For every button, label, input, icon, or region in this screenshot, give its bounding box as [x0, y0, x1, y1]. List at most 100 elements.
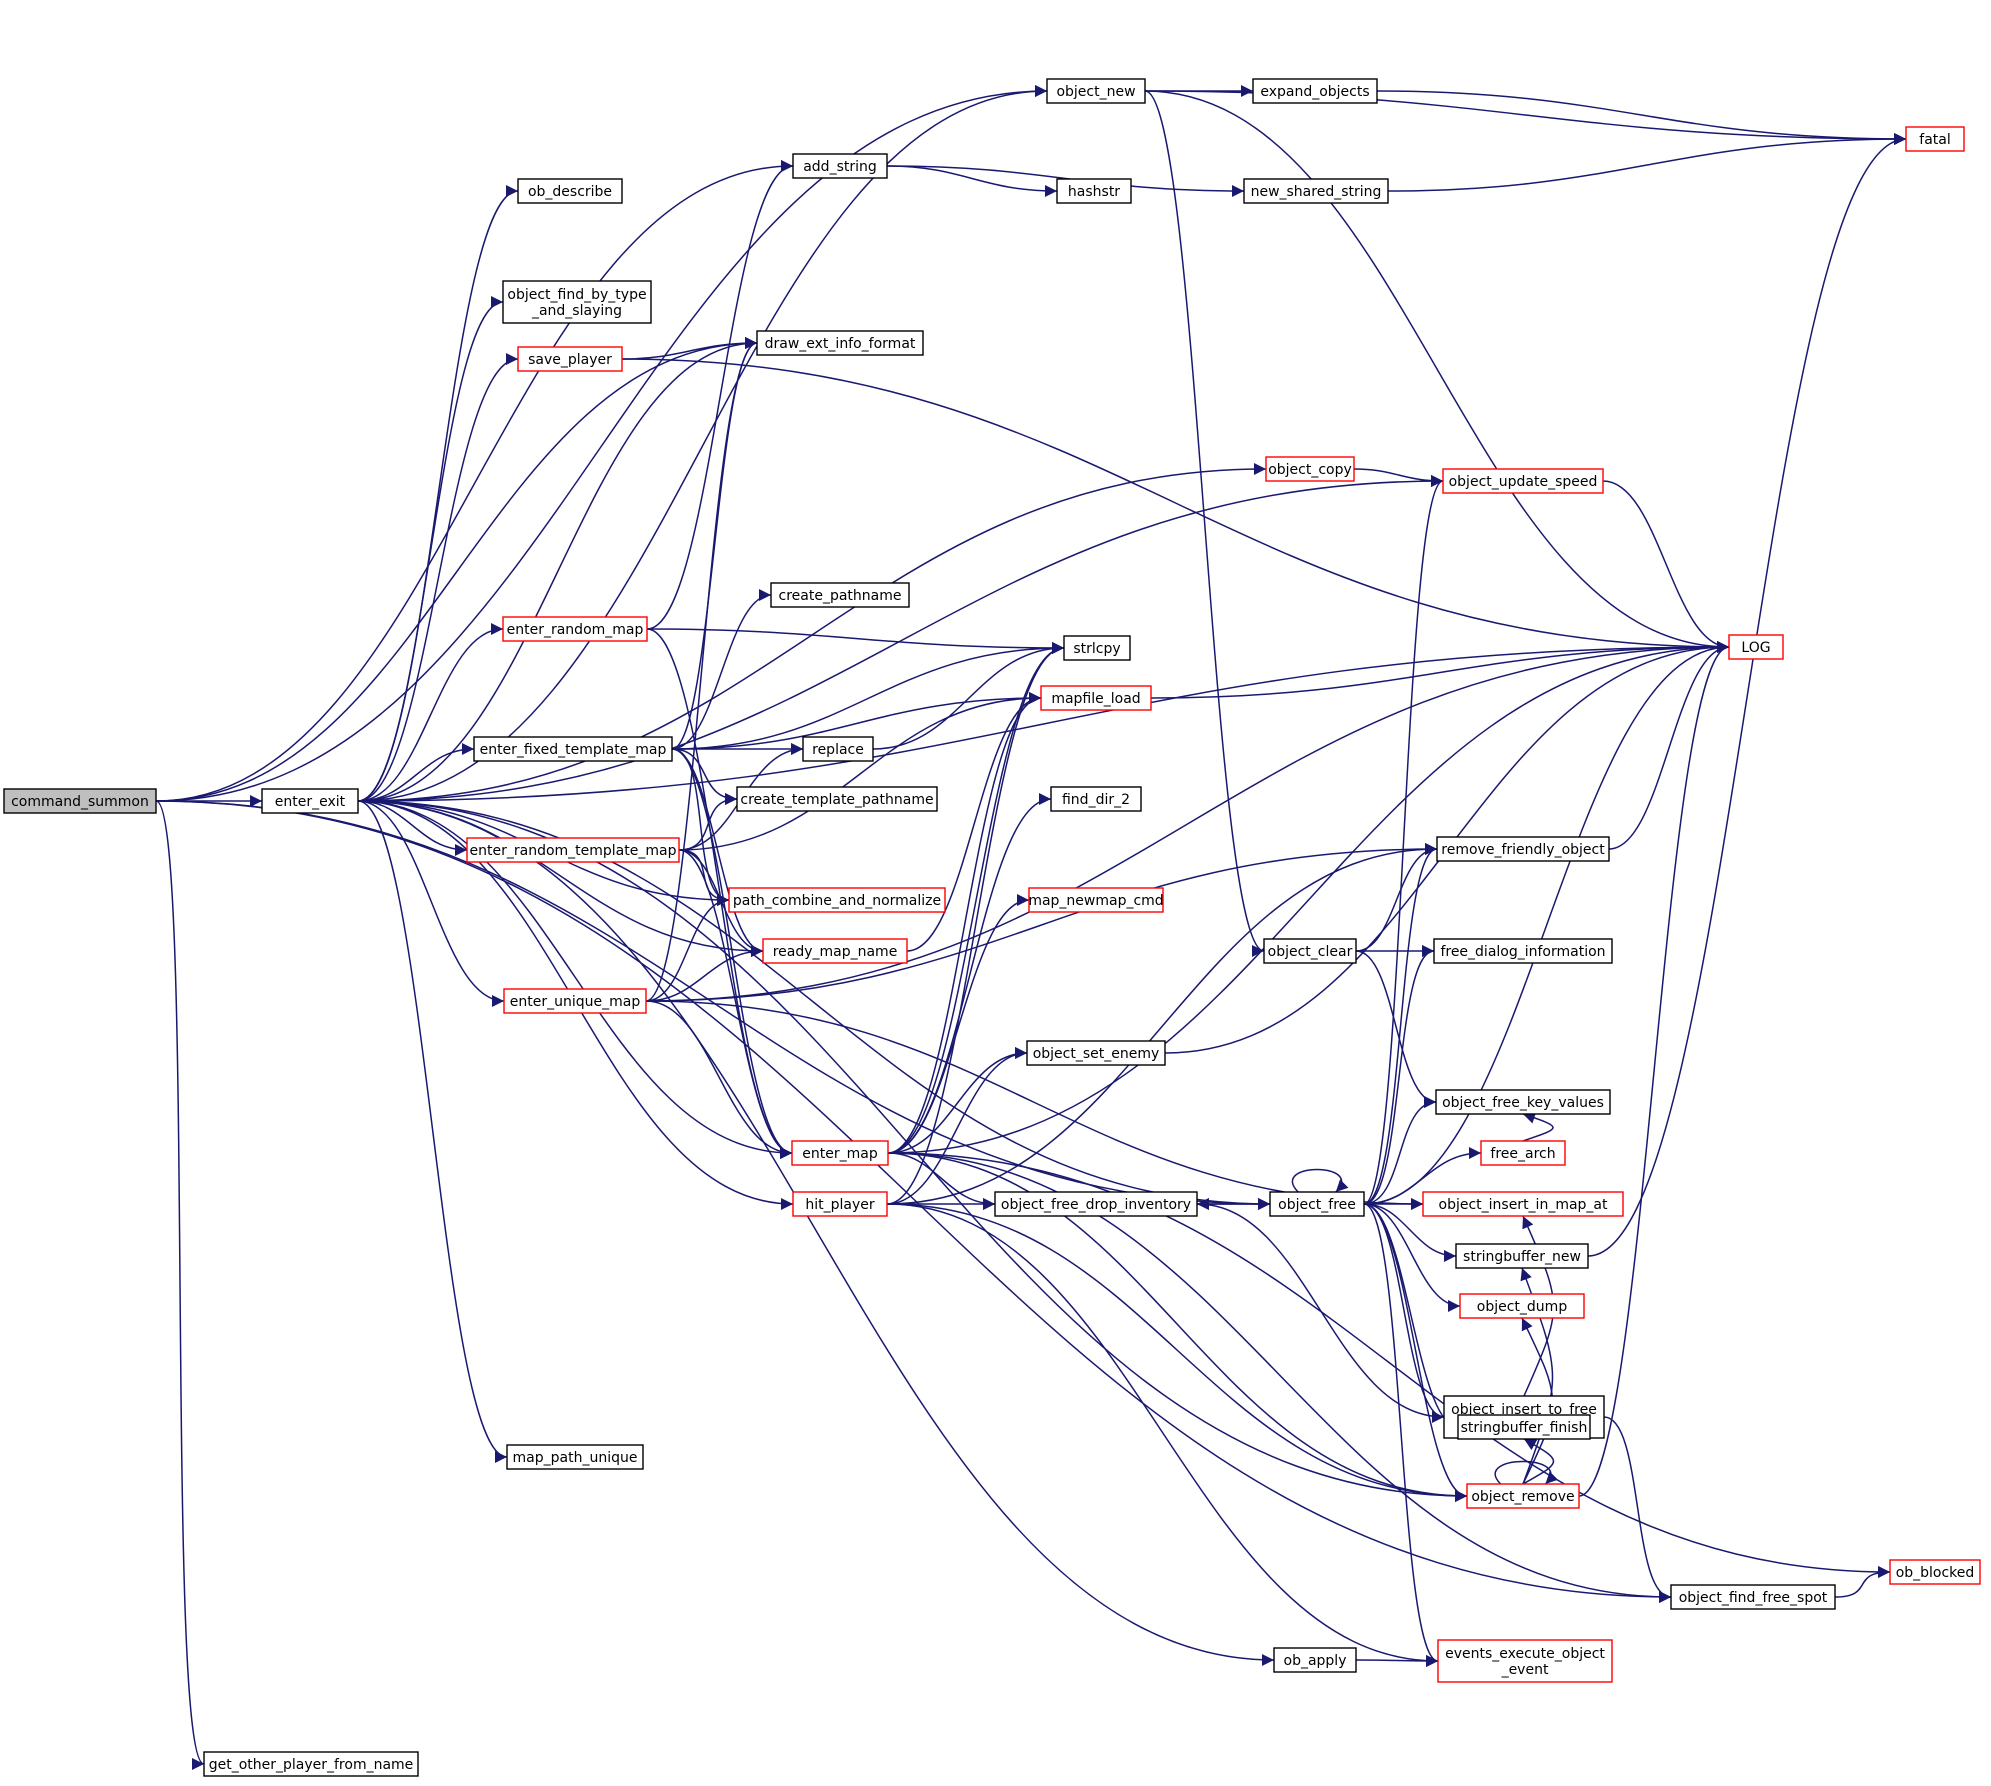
node-expand_objects[interactable]: expand_objects: [1252, 78, 1378, 104]
node-events_execute_object_event[interactable]: events_execute_object_event: [1437, 1639, 1613, 1683]
node-enter_exit[interactable]: enter_exit: [261, 788, 359, 814]
node-box-ready_map_name[interactable]: [762, 938, 908, 964]
node-box-replace[interactable]: [802, 736, 874, 762]
node-box-command_summon[interactable]: [3, 788, 157, 814]
node-hashstr[interactable]: hashstr: [1056, 178, 1132, 204]
node-box-expand_objects[interactable]: [1252, 78, 1378, 104]
node-ob_apply[interactable]: ob_apply: [1273, 1647, 1357, 1673]
node-map_newmap_cmd[interactable]: map_newmap_cmd: [1028, 887, 1164, 913]
node-box-free_dialog_information[interactable]: [1433, 938, 1613, 964]
node-object_free_drop_inventory[interactable]: object_free_drop_inventory: [994, 1191, 1198, 1217]
node-box-events_execute_object_event[interactable]: [1437, 1639, 1613, 1683]
node-object_new[interactable]: object_new: [1046, 78, 1146, 104]
node-object_free[interactable]: object_free: [1269, 1191, 1365, 1217]
node-box-object_insert_in_map_at[interactable]: [1422, 1191, 1624, 1217]
node-box-object_free_drop_inventory[interactable]: [994, 1191, 1198, 1217]
node-mapfile_load[interactable]: mapfile_load: [1040, 685, 1152, 711]
node-box-enter_exit[interactable]: [261, 788, 359, 814]
node-box-ob_apply[interactable]: [1273, 1647, 1357, 1673]
node-enter_fixed_template_map[interactable]: enter_fixed_template_map: [473, 736, 673, 762]
node-box-draw_ext_info_format[interactable]: [756, 330, 924, 356]
node-box-hit_player[interactable]: [792, 1191, 888, 1217]
node-object_set_enemy[interactable]: object_set_enemy: [1026, 1040, 1166, 1066]
node-get_other_player_from_name[interactable]: get_other_player_from_name: [203, 1751, 419, 1777]
node-new_shared_string[interactable]: new_shared_string: [1243, 178, 1389, 204]
node-box-enter_random_map[interactable]: [502, 616, 648, 642]
edge-enter_map-to-mapfile_load: [887, 692, 1042, 1154]
node-enter_random_map[interactable]: enter_random_map: [502, 616, 648, 642]
node-box-ob_blocked[interactable]: [1889, 1559, 1981, 1585]
node-box-object_update_speed[interactable]: [1442, 468, 1604, 494]
node-box-stringbuffer_new[interactable]: [1455, 1243, 1589, 1269]
node-box-object_free[interactable]: [1269, 1191, 1365, 1217]
node-box-path_combine_and_normalize[interactable]: [728, 887, 946, 913]
node-box-object_find_by_type_and_slaying[interactable]: [502, 280, 652, 324]
node-box-object_new[interactable]: [1046, 78, 1146, 104]
node-path_combine_and_normalize[interactable]: path_combine_and_normalize: [728, 887, 946, 913]
node-object_clear[interactable]: object_clear: [1263, 938, 1357, 964]
node-strlcpy[interactable]: strlcpy: [1063, 635, 1131, 661]
node-box-save_player[interactable]: [517, 346, 623, 372]
node-object_free_key_values[interactable]: object_free_key_values: [1435, 1089, 1611, 1115]
node-object_copy[interactable]: object_copy: [1265, 456, 1355, 482]
node-box-LOG[interactable]: [1728, 634, 1784, 660]
node-box-enter_fixed_template_map[interactable]: [473, 736, 673, 762]
node-box-add_string[interactable]: [792, 153, 888, 179]
node-box-map_newmap_cmd[interactable]: [1028, 887, 1164, 913]
node-object_find_by_type_and_slaying[interactable]: object_find_by_type_and_slaying: [502, 280, 652, 324]
node-box-enter_map[interactable]: [791, 1140, 889, 1166]
node-replace[interactable]: replace: [802, 736, 874, 762]
node-save_player[interactable]: save_player: [517, 346, 623, 372]
node-box-create_pathname[interactable]: [770, 582, 910, 608]
node-box-object_clear[interactable]: [1263, 938, 1357, 964]
node-find_dir_2[interactable]: find_dir_2: [1050, 786, 1142, 812]
node-box-strlcpy[interactable]: [1063, 635, 1131, 661]
node-box-object_set_enemy[interactable]: [1026, 1040, 1166, 1066]
node-box-map_path_unique[interactable]: [506, 1444, 644, 1470]
node-box-new_shared_string[interactable]: [1243, 178, 1389, 204]
node-box-object_copy[interactable]: [1265, 456, 1355, 482]
node-hit_player[interactable]: hit_player: [792, 1191, 888, 1217]
node-box-stringbuffer_finish[interactable]: [1457, 1414, 1591, 1440]
node-box-find_dir_2[interactable]: [1050, 786, 1142, 812]
node-box-create_template_pathname[interactable]: [736, 786, 938, 812]
node-ready_map_name[interactable]: ready_map_name: [762, 938, 908, 964]
node-draw_ext_info_format[interactable]: draw_ext_info_format: [756, 330, 924, 356]
node-enter_unique_map[interactable]: enter_unique_map: [503, 988, 647, 1014]
node-command_summon[interactable]: command_summon: [3, 788, 157, 814]
node-box-free_arch[interactable]: [1480, 1140, 1566, 1166]
node-box-enter_unique_map[interactable]: [503, 988, 647, 1014]
node-stringbuffer_new[interactable]: stringbuffer_new: [1455, 1243, 1589, 1269]
node-box-mapfile_load[interactable]: [1040, 685, 1152, 711]
node-enter_map[interactable]: enter_map: [791, 1140, 889, 1166]
node-add_string[interactable]: add_string: [792, 153, 888, 179]
node-object_remove[interactable]: object_remove: [1466, 1483, 1580, 1509]
node-free_arch[interactable]: free_arch: [1480, 1140, 1566, 1166]
node-enter_random_template_map[interactable]: enter_random_template_map: [466, 837, 680, 863]
node-fatal[interactable]: fatal: [1905, 126, 1965, 152]
node-LOG[interactable]: LOG: [1728, 634, 1784, 660]
node-box-enter_random_template_map[interactable]: [466, 837, 680, 863]
node-box-object_dump[interactable]: [1459, 1293, 1585, 1319]
node-object_dump[interactable]: object_dump: [1459, 1293, 1585, 1319]
node-map_path_unique[interactable]: map_path_unique: [506, 1444, 644, 1470]
node-label-command_summon: command_summon: [11, 794, 149, 810]
node-box-remove_friendly_object[interactable]: [1436, 836, 1610, 862]
node-object_find_free_spot[interactable]: object_find_free_spot: [1670, 1584, 1836, 1610]
node-create_pathname[interactable]: create_pathname: [770, 582, 910, 608]
node-object_insert_in_map_at[interactable]: object_insert_in_map_at: [1422, 1191, 1624, 1217]
node-object_update_speed[interactable]: object_update_speed: [1442, 468, 1604, 494]
node-box-object_find_free_spot[interactable]: [1670, 1584, 1836, 1610]
node-box-object_free_key_values[interactable]: [1435, 1089, 1611, 1115]
node-ob_describe[interactable]: ob_describe: [517, 178, 623, 204]
node-create_template_pathname[interactable]: create_template_pathname: [736, 786, 938, 812]
node-box-ob_describe[interactable]: [517, 178, 623, 204]
node-stringbuffer_finish[interactable]: stringbuffer_finish: [1457, 1414, 1591, 1440]
node-remove_friendly_object[interactable]: remove_friendly_object: [1436, 836, 1610, 862]
node-ob_blocked[interactable]: ob_blocked: [1889, 1559, 1981, 1585]
node-box-get_other_player_from_name[interactable]: [203, 1751, 419, 1777]
node-box-object_remove[interactable]: [1466, 1483, 1580, 1509]
node-box-fatal[interactable]: [1905, 126, 1965, 152]
node-free_dialog_information[interactable]: free_dialog_information: [1433, 938, 1613, 964]
node-box-hashstr[interactable]: [1056, 178, 1132, 204]
